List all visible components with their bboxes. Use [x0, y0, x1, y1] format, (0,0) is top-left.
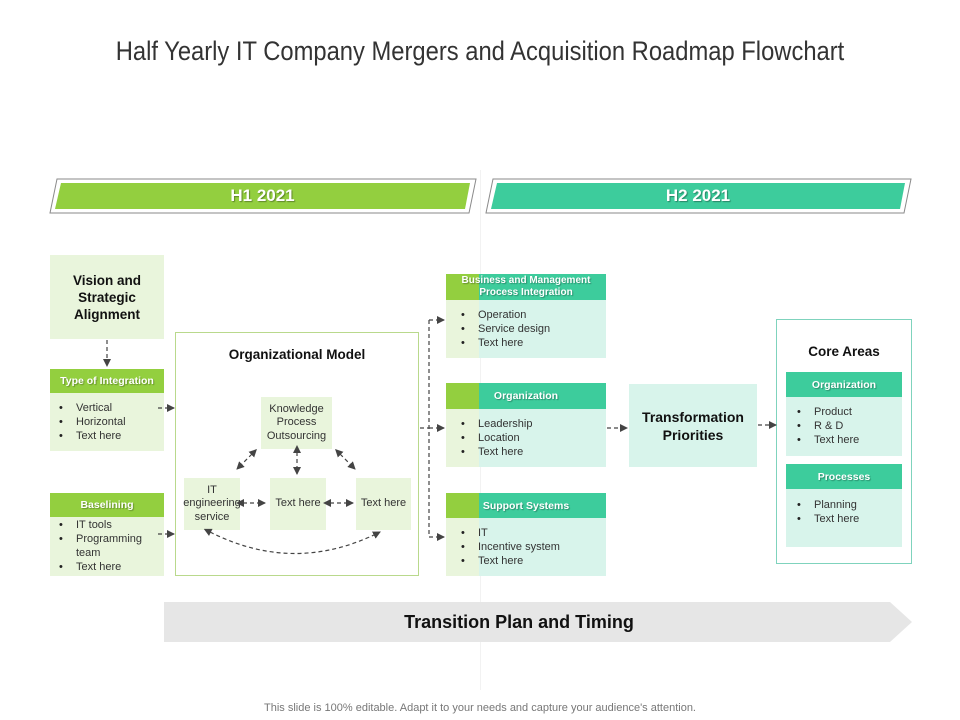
bullet-list: Operation Service design Text here	[446, 308, 606, 350]
list-item: Text here	[452, 336, 606, 350]
list-item: Planning	[788, 498, 902, 512]
list-item: Text here	[452, 554, 606, 568]
card-body: IT Incentive system Text here	[446, 518, 606, 576]
bullet-list: Product R & D Text here	[786, 405, 902, 447]
node-middle: Text here	[270, 478, 326, 530]
card-header: Organization	[446, 383, 606, 409]
card-body: IT tools Programming team Text here	[50, 517, 164, 576]
org-model-title: Organizational Model	[228, 347, 366, 362]
bullet-list: Leadership Location Text here	[446, 417, 606, 459]
bullet-list: Vertical Horizontal Text here	[50, 401, 164, 443]
list-item: Text here	[50, 429, 164, 443]
bullet-list: IT tools Programming team Text here	[50, 518, 164, 574]
core-processes-card: Processes Planning Text here	[786, 464, 902, 547]
card-body: Product R & D Text here	[786, 397, 902, 456]
list-item: Text here	[50, 560, 164, 574]
list-item: Text here	[788, 512, 902, 526]
card-header: Organization	[786, 372, 902, 397]
card-body: Vertical Horizontal Text here	[50, 393, 164, 451]
organization-card: Organization Leadership Location Text he…	[446, 383, 606, 467]
transformation-priorities-box: Transformation Priorities	[629, 384, 757, 467]
list-item: IT tools	[50, 518, 164, 532]
vision-box: Vision and Strategic Alignment	[50, 255, 164, 339]
card-header: Type of Integration	[50, 369, 164, 393]
list-item: Location	[452, 431, 606, 445]
card-body: Leadership Location Text here	[446, 409, 606, 467]
node-kpo: Knowledge Process Outsourcing	[261, 397, 332, 449]
list-item: Text here	[452, 445, 606, 459]
card-header: Support Systems	[446, 493, 606, 518]
card-header: Baselining	[50, 493, 164, 517]
bullet-list: IT Incentive system Text here	[446, 526, 606, 568]
card-header: Processes	[786, 464, 902, 489]
support-systems-card: Support Systems IT Incentive system Text…	[446, 493, 606, 576]
card-header: Business and Management Process Integrat…	[446, 274, 606, 300]
list-item: Horizontal	[50, 415, 164, 429]
core-areas-title: Core Areas	[808, 344, 880, 359]
card-body: Planning Text here	[786, 489, 902, 547]
organizational-model-box: Organizational Model Knowledge Process O…	[175, 332, 419, 576]
phase-h2-label: H2 2021	[665, 186, 731, 205]
list-item: Incentive system	[452, 540, 606, 554]
list-item: Vertical	[50, 401, 164, 415]
list-item: R & D	[788, 419, 902, 433]
list-item: IT	[452, 526, 606, 540]
node-right: Text here	[356, 478, 411, 530]
core-areas-box: Core Areas Organization Product R & D Te…	[776, 319, 912, 564]
business-process-card: Business and Management Process Integrat…	[446, 274, 606, 358]
node-it-engineering: IT engineering service	[183, 478, 241, 530]
baselining-card: Baselining IT tools Programming team Tex…	[50, 493, 164, 576]
list-item: Operation	[452, 308, 606, 322]
type-of-integration-card: Type of Integration Vertical Horizontal …	[50, 369, 164, 451]
list-item: Programming team	[50, 532, 164, 560]
list-item: Leadership	[452, 417, 606, 431]
list-item: Product	[788, 405, 902, 419]
list-item: Service design	[452, 322, 606, 336]
slide-title: Half Yearly IT Company Mergers and Acqui…	[115, 36, 845, 66]
phase-h1-label: H1 2021	[230, 186, 295, 205]
transition-plan-label: Transition Plan and Timing	[404, 612, 634, 632]
list-item: Text here	[788, 433, 902, 447]
core-organization-card: Organization Product R & D Text here	[786, 372, 902, 456]
card-body: Operation Service design Text here	[446, 300, 606, 358]
bullet-list: Planning Text here	[786, 498, 902, 526]
footer-note: This slide is 100% editable. Adapt it to…	[264, 702, 696, 714]
